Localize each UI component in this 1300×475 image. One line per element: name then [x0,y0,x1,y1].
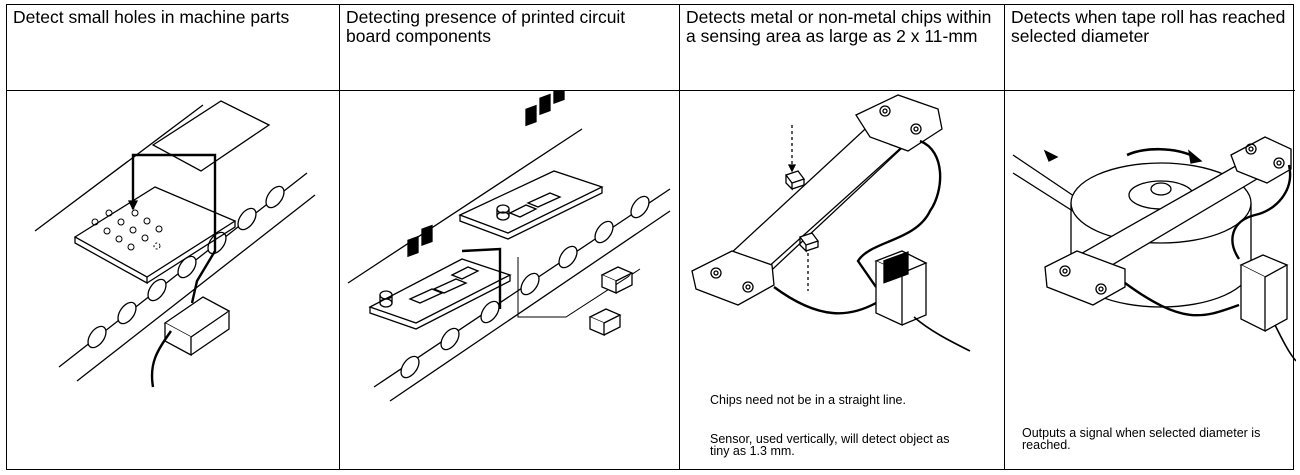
chip-sensing-drawing [691,94,971,352]
pcb-components-drawing [347,91,671,402]
cell-small-holes: Detect small holes in machine parts [7,5,339,469]
tape-roll-drawing [1012,136,1296,362]
cell-tape-roll: Detects when tape roll has reached selec… [1004,5,1296,469]
rotation-arrow-icon [1188,149,1203,164]
machine-part-holes-drawing [34,100,316,388]
application-table: Detect small holes in machine parts [6,4,1296,470]
cell-heading: Detects when tape roll has reached selec… [1005,5,1295,91]
tape-output-note: Outputs a signal when selected diameter … [1022,426,1261,452]
cell-metal-chips: Detects metal or non-metal chips within … [679,5,1004,469]
illustration-pcb-components [340,91,679,469]
cell-heading: Detect small holes in machine parts [7,5,339,91]
sensor-size-note: Sensor, used vertically, will detect obj… [710,432,950,458]
cell-pcb-components: Detecting presence of printed circuit bo… [339,5,679,469]
cell-heading: Detects metal or non-metal chips within … [680,5,1004,91]
cell-heading: Detecting presence of printed circuit bo… [340,5,679,91]
rotation-arrow-icon [1043,149,1059,162]
illustration-machine-part-holes [7,91,339,469]
chip-note: Chips need not be in a straight line. [710,393,906,407]
illustration-tape-roll: Outputs a signal when selected diameter … [1005,91,1296,469]
illustration-chip-sensing: Chips need not be in a straight line. Se… [680,91,1004,469]
